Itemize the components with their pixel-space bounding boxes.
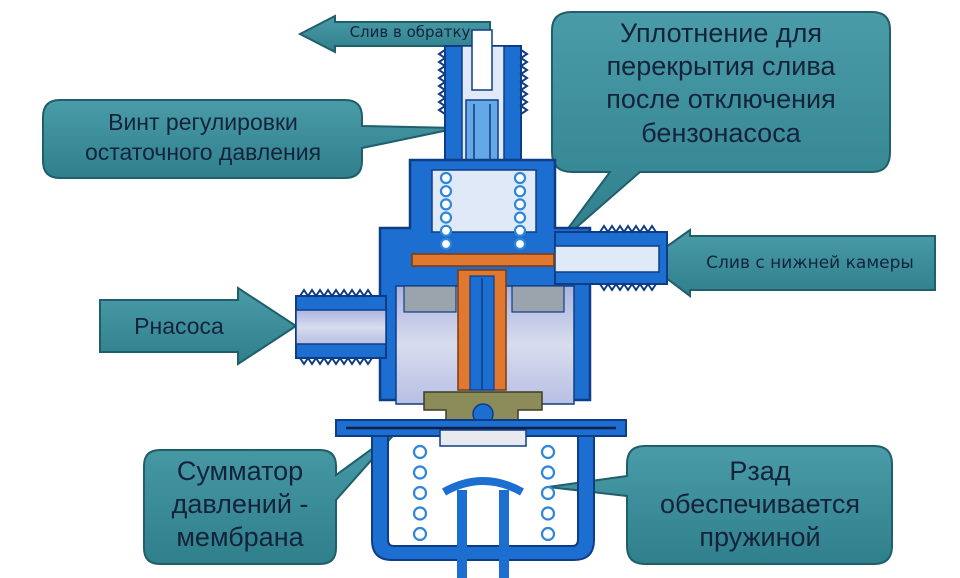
spring-coil — [513, 198, 527, 211]
summator-callout-text: Сумматор давлений - мембрана — [146, 456, 334, 553]
screw-callout-bubble — [42, 99, 459, 179]
spring-coil — [439, 237, 453, 251]
spring-coil — [540, 485, 556, 501]
p-back-callout-text: Рзад обеспечивается пружиной — [632, 456, 888, 553]
spring-coil — [513, 237, 527, 251]
spring-coil — [439, 171, 453, 185]
spring-coil — [513, 211, 527, 224]
seal-callout-bubble — [551, 11, 891, 247]
drain-return-label: Слив в обратку — [349, 23, 471, 41]
p-back-line-2: обеспечивается — [660, 489, 860, 520]
upper-spring — [439, 171, 527, 251]
spring-coil — [540, 526, 556, 542]
p-back-line-3: пружиной — [699, 522, 821, 553]
spring-coil — [439, 198, 453, 211]
spring-coil — [412, 526, 428, 542]
spring-coil — [513, 171, 527, 185]
p-pump-label: Рнасоса — [134, 313, 224, 339]
spring-coil — [540, 506, 556, 521]
p-back-line-1: Рзад — [729, 456, 791, 486]
screw-callout-text: Винт регулировки остаточного давления — [46, 109, 360, 166]
lower-spring — [412, 444, 556, 542]
spring-coil — [439, 185, 453, 198]
p-back-callout-bubble — [547, 445, 893, 565]
drain-lower-arrow — [643, 228, 936, 299]
spring-coil — [540, 465, 556, 480]
seal-line-4: бензонасоса — [641, 117, 801, 148]
spring-coil — [439, 224, 453, 237]
spring-coil — [412, 465, 428, 480]
summator-line-3: мембрана — [176, 522, 304, 553]
seal-line-1: Уплотнение для — [620, 18, 822, 48]
seal-callout-text: Уплотнение для перекрытия слива после от… — [556, 18, 886, 148]
spring-coil — [412, 506, 428, 521]
spring-coil — [540, 444, 556, 460]
p-pump-arrow — [99, 286, 298, 366]
screw-line-1: Винт регулировки — [108, 109, 298, 135]
spring-coil — [439, 211, 453, 224]
seal-line-2: перекрытия слива — [606, 51, 836, 82]
drain-lower-label: Слив с нижней камеры — [706, 253, 914, 273]
spring-coil — [412, 444, 428, 460]
summator-callout-bubble — [143, 429, 399, 565]
seal-line-3: после отключения — [606, 84, 836, 115]
screw-line-2: остаточного давления — [84, 138, 322, 165]
spring-coil — [513, 224, 527, 237]
spring-coil — [412, 485, 428, 501]
regulator-body — [295, 29, 668, 578]
summator-line-2: давлений - — [171, 489, 309, 520]
summator-line-1: Сумматор — [176, 456, 304, 486]
spring-coil — [513, 185, 527, 198]
